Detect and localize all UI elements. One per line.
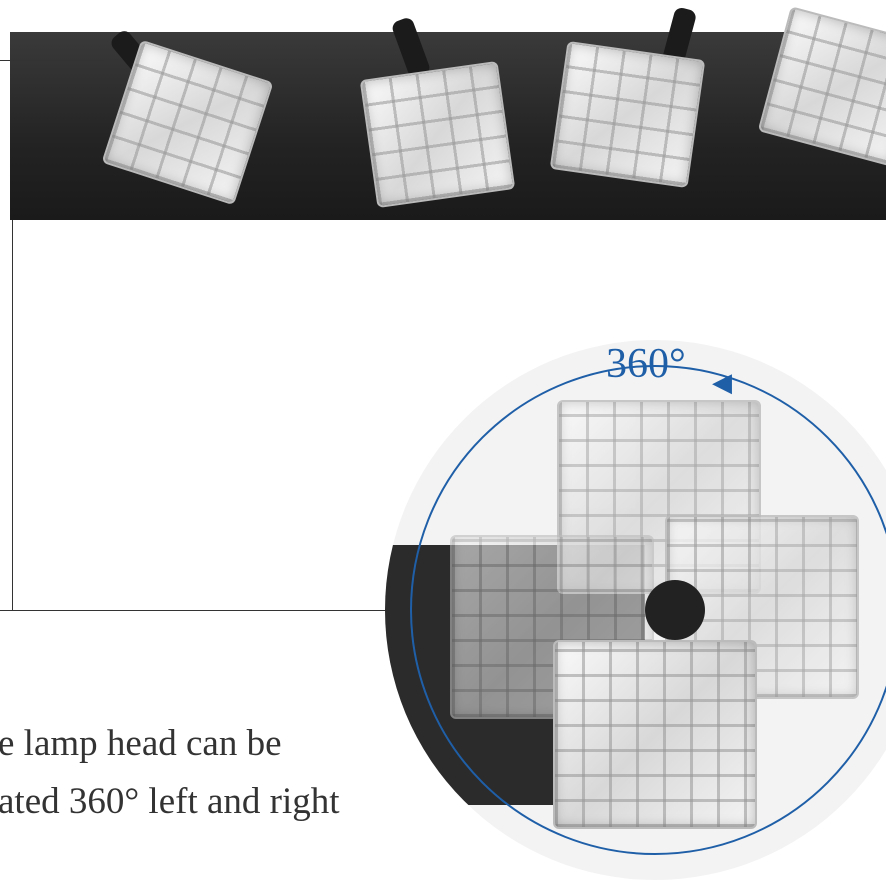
rotation-arc [410,365,886,855]
arrow-icon: ◀ [712,368,732,397]
caption-line-1: e lamp head can be [0,723,282,764]
rotation-label: 360° [606,341,686,387]
callout-line [0,610,385,611]
crystal-lamp-head [359,60,516,209]
crystal-lamp-head [549,40,706,189]
caption-line-2: ated 360° left and right [0,781,340,822]
callout-line [0,60,105,61]
callout-line [12,220,13,610]
